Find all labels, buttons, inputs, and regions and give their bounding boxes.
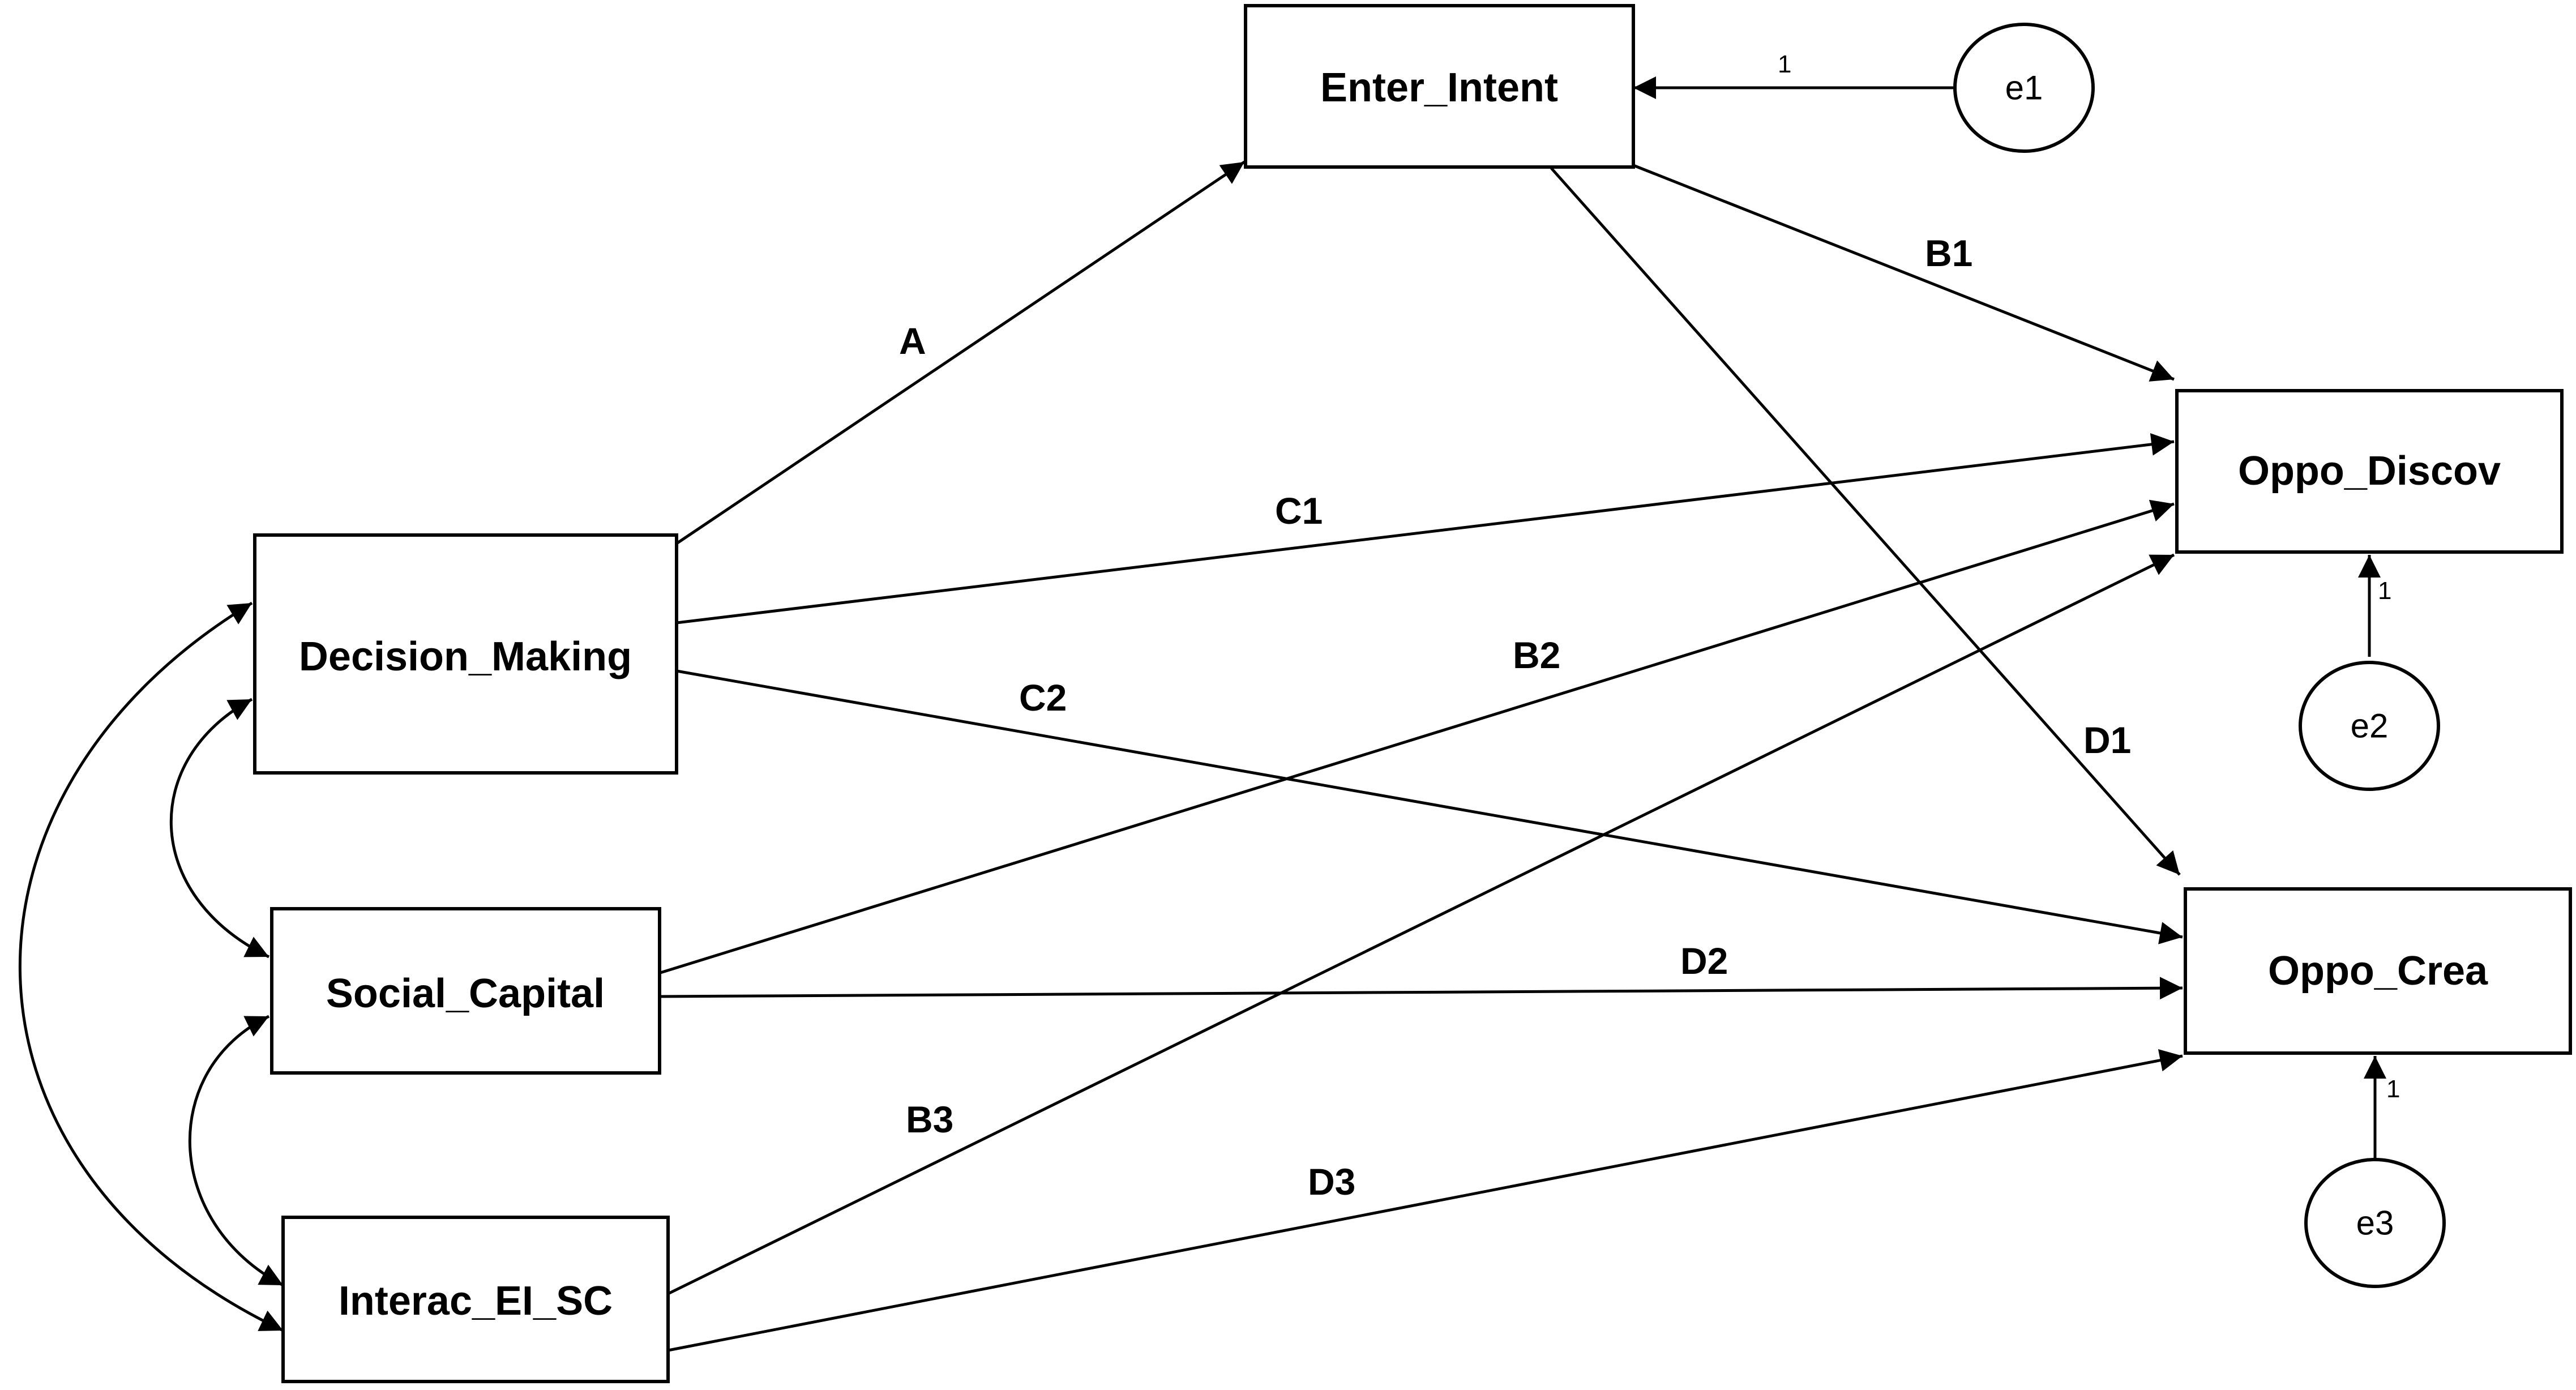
path-B1-arrow	[1630, 162, 2175, 382]
e3-label: e3	[2356, 1204, 2394, 1242]
covariance-dm-sc	[169, 698, 270, 959]
node-social-capital: Social_Capital	[270, 907, 661, 1075]
path-label-D1: D1	[2083, 719, 2131, 761]
node-oppo-crea: Oppo_Crea	[2184, 887, 2572, 1055]
e1-label: e1	[2005, 69, 2043, 107]
error-e2: e2	[2299, 661, 2440, 791]
path-B2-arrow	[656, 499, 2175, 976]
path-C2-arrow	[676, 669, 2183, 944]
node-oppo-discov: Oppo_Discov	[2175, 389, 2564, 554]
enter-intent-label: Enter_Intent	[1320, 65, 1558, 110]
e3-weight: 1	[2386, 1075, 2400, 1103]
decision-making-label: Decision_Making	[299, 634, 632, 679]
e2-label: e2	[2351, 707, 2389, 745]
path-label-D3: D3	[1308, 1161, 1355, 1203]
oppo-crea-label: Oppo_Crea	[2268, 948, 2488, 994]
path-label-B3: B3	[906, 1098, 953, 1140]
oppo-discov-label: Oppo_Discov	[2238, 448, 2501, 494]
path-label-B2: B2	[1513, 634, 1560, 676]
social-capital-label: Social_Capital	[326, 971, 605, 1016]
path-D3-arrow	[667, 1049, 2183, 1352]
covariance-sc-ei	[188, 1015, 284, 1287]
interac-ei-sc-label: Interac_EI_SC	[339, 1278, 613, 1324]
path-label-C2: C2	[1019, 677, 1067, 718]
node-enter-intent: Enter_Intent	[1244, 4, 1635, 169]
path-label-A: A	[899, 320, 926, 362]
path-B3-arrow	[667, 553, 2175, 1295]
e1-weight: 1	[1778, 50, 1791, 78]
path-D2-arrow	[659, 977, 2183, 1000]
e2-weight: 1	[2378, 577, 2391, 605]
path-label-B1: B1	[1925, 232, 1972, 274]
path-D1-arrow	[1550, 167, 2181, 876]
error-e1: e1	[1953, 23, 2095, 153]
node-decision-making: Decision_Making	[253, 533, 678, 775]
error-e3: e3	[2304, 1158, 2446, 1288]
path-label-C1: C1	[1275, 490, 1323, 532]
node-interac-ei-sc: Interac_EI_SC	[281, 1216, 670, 1383]
path-label-D2: D2	[1680, 940, 1728, 982]
covariance-dm-ei	[18, 601, 284, 1332]
path-C1-arrow	[676, 433, 2175, 625]
path-A-arrow	[675, 160, 1246, 545]
